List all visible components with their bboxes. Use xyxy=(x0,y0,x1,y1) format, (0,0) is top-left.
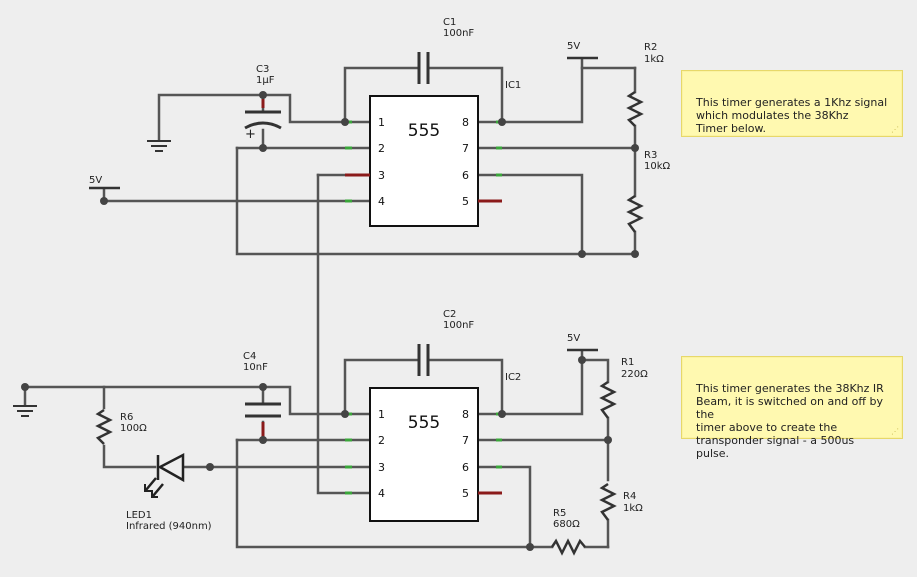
r2-value: 1kΩ xyxy=(644,54,664,65)
r4-ref: R4 xyxy=(623,491,636,502)
c4-value: 10nF xyxy=(243,362,268,373)
capacitors xyxy=(244,52,430,418)
ic2-ref: IC2 xyxy=(505,372,521,383)
junctions xyxy=(21,91,639,551)
ground-symbol-top xyxy=(147,140,171,152)
c3-value: 1µF xyxy=(256,75,275,86)
ic1-pin-1-label: 1 xyxy=(378,116,385,129)
c1-ref: C1 xyxy=(443,17,456,28)
r5-ref: R5 xyxy=(553,508,566,519)
resistors xyxy=(95,90,644,556)
vcc-label-ic1: 5V xyxy=(567,41,580,52)
note-bottom-timer[interactable]: This timer generates the 38Khz IR Beam, … xyxy=(681,356,903,460)
ic2-pin-4-label: 4 xyxy=(378,487,385,500)
vcc-label-pin4: 5V xyxy=(89,175,102,186)
led1-value: Infrared (940nm) xyxy=(126,521,212,532)
ic1-pin-2-label: 2 xyxy=(378,142,385,155)
c3-symbol xyxy=(244,110,282,130)
c2-ref: C2 xyxy=(443,309,456,320)
r3-value: 10kΩ xyxy=(644,161,671,172)
r6-value: 100Ω xyxy=(120,423,147,434)
vcc-label-ic2: 5V xyxy=(567,333,580,344)
r5-value: 680Ω xyxy=(553,519,580,530)
ic1-pin-3-label: 3 xyxy=(378,169,385,182)
c1-symbol xyxy=(417,52,430,84)
ic1-ref: IC1 xyxy=(505,80,521,91)
note-bottom-text: This timer generates the 38Khz IR Beam, … xyxy=(696,382,884,460)
ic1-wires xyxy=(102,58,637,495)
c3-ref: C3 xyxy=(256,64,269,75)
r1-symbol xyxy=(599,380,617,419)
component-labels: C1 100nF IC1 C3 1µF 5V R2 1kΩ R3 10kΩ 5V… xyxy=(89,17,671,532)
r6-symbol xyxy=(95,408,113,445)
r1-value: 220Ω xyxy=(621,369,648,380)
ic1-pin-8-label: 8 xyxy=(462,116,469,129)
r3-ref: R3 xyxy=(644,150,657,161)
ic2-pin-3-label: 3 xyxy=(378,461,385,474)
ground-symbol-bottom xyxy=(13,405,37,417)
ic2-pin-7-label: 7 xyxy=(462,434,469,447)
r2-ref: R2 xyxy=(644,42,657,53)
ic2-chip-name: 555 xyxy=(408,413,440,433)
ic2-pin-5-label: 5 xyxy=(462,487,469,500)
ic1-pin-5-label: 5 xyxy=(462,195,469,208)
c4-symbol xyxy=(245,402,281,418)
ic1-chip-name: 555 xyxy=(408,121,440,141)
ic2-pin-6-label: 6 xyxy=(462,461,469,474)
r3-symbol xyxy=(626,194,644,233)
r6-ref: R6 xyxy=(120,412,133,423)
led1-ref: LED1 xyxy=(126,510,152,521)
led1-symbol xyxy=(144,452,185,498)
resize-grip-icon[interactable]: ⋰ xyxy=(891,125,899,134)
r4-value: 1kΩ xyxy=(623,503,643,514)
c2-value: 100nF xyxy=(443,320,474,331)
note-top-timer[interactable]: This timer generates a 1Khz signal which… xyxy=(681,70,903,137)
c3-plus-sign: + xyxy=(245,127,256,142)
r1-ref: R1 xyxy=(621,357,634,368)
supply-symbols xyxy=(89,56,598,352)
ic1-pin-6-label: 6 xyxy=(462,169,469,182)
r4-symbol xyxy=(599,482,617,521)
r5-symbol xyxy=(550,538,586,556)
note-top-text: This timer generates a 1Khz signal which… xyxy=(696,96,888,135)
ic2-pin-8-label: 8 xyxy=(462,408,469,421)
c4-ref: C4 xyxy=(243,351,256,362)
ic1-pin-4-label: 4 xyxy=(378,195,385,208)
c3-polarity: + xyxy=(245,127,256,142)
ic2-pin-1-label: 1 xyxy=(378,408,385,421)
ic1-pin-7-label: 7 xyxy=(462,142,469,155)
ground-symbols xyxy=(13,140,171,417)
ic2-chip: 555 1 2 3 4 5 6 7 8 xyxy=(369,387,502,522)
c1-value: 100nF xyxy=(443,28,474,39)
r2-symbol xyxy=(626,90,644,127)
resize-grip-icon[interactable]: ⋰ xyxy=(891,427,899,436)
c2-symbol xyxy=(417,344,430,376)
ic1-chip: 555 1 2 3 4 5 6 7 8 xyxy=(345,95,502,227)
ic2-pin-2-label: 2 xyxy=(378,434,385,447)
